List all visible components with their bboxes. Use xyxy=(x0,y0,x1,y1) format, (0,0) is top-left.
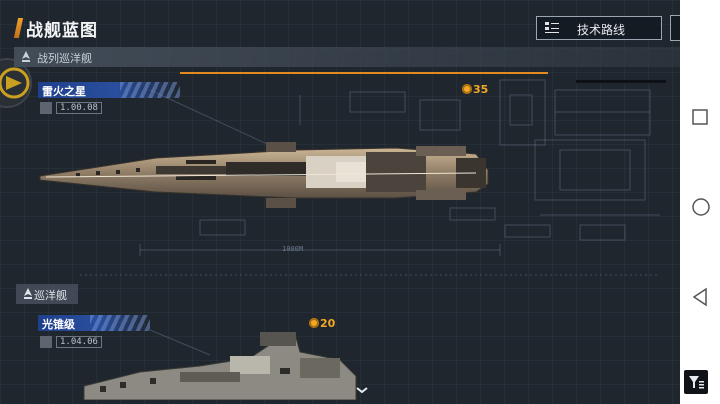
hand-icon xyxy=(40,336,52,348)
blueprint-lines xyxy=(80,79,660,356)
filter-icon xyxy=(689,376,704,389)
section-label: 巡洋舰 xyxy=(34,289,67,302)
recent-apps-icon[interactable] xyxy=(691,108,709,126)
cost-coin-icon xyxy=(309,318,319,328)
section-header-cruiser: 巡洋舰 xyxy=(16,284,78,304)
cost-coin-icon xyxy=(462,84,472,94)
ship-name: 雷火之星 xyxy=(42,85,86,98)
hand-icon xyxy=(40,102,52,114)
ship-cost: 35 xyxy=(462,83,488,96)
filter-button[interactable] xyxy=(684,370,708,394)
plate-stripes xyxy=(90,315,150,331)
cost-value: 20 xyxy=(320,317,336,330)
ship-version: 1.04.06 xyxy=(40,336,102,348)
cost-value: 35 xyxy=(473,83,489,96)
ship-nameplate[interactable]: 雷火之星 xyxy=(38,82,180,98)
cruiser-ship[interactable] xyxy=(80,328,360,400)
plate-stripes xyxy=(120,82,180,98)
version-number: 1.04.06 xyxy=(56,336,102,348)
system-navigation-bar xyxy=(680,0,720,404)
back-icon[interactable] xyxy=(691,287,709,307)
accent-line xyxy=(180,72,548,74)
page-title: 战舰蓝图 xyxy=(26,21,98,41)
blueprint-background xyxy=(0,0,680,404)
home-icon[interactable] xyxy=(691,197,711,217)
section-header-battlecruiser: 战列巡洋舰 xyxy=(14,47,680,67)
ship-name: 光锥级 xyxy=(42,318,75,331)
version-number: 1.00.08 xyxy=(56,102,102,114)
scale-label: 1000M xyxy=(282,245,304,253)
tech-route-button[interactable]: 技术路线 xyxy=(536,16,662,40)
tech-tree-icon xyxy=(545,22,559,33)
tech-route-label: 技术路线 xyxy=(577,23,626,37)
ship-cost: 20 xyxy=(309,317,335,330)
battlecruiser-ship[interactable] xyxy=(36,140,496,220)
section-label: 战列巡洋舰 xyxy=(37,52,92,65)
ship-version: 1.00.08 xyxy=(40,102,102,114)
divider-line xyxy=(576,80,666,83)
emblem-icon xyxy=(0,67,30,99)
scroll-down-chevron-icon[interactable] xyxy=(355,385,369,395)
ship-class-icon xyxy=(24,288,32,299)
ship-class-icon xyxy=(22,51,30,62)
ship-nameplate[interactable]: 光锥级 xyxy=(38,315,150,331)
